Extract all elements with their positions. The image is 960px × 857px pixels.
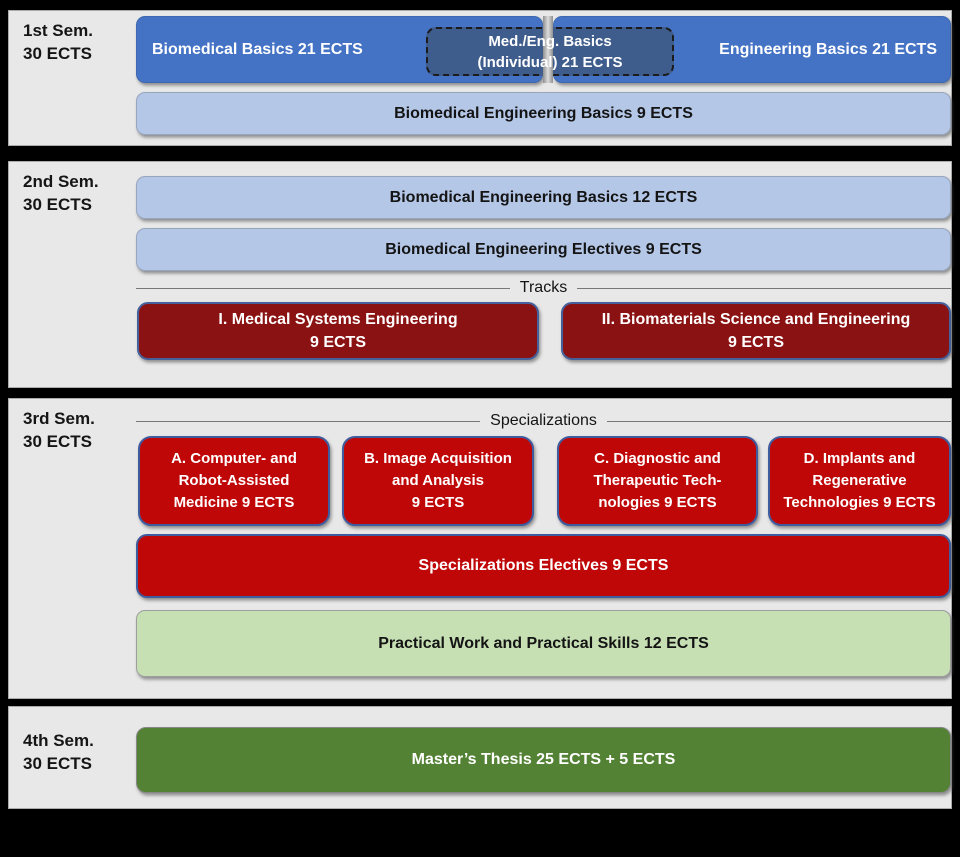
track-1-label: I. Medical Systems Engineering 9 ECTS — [218, 310, 458, 351]
divider-line-left — [136, 287, 510, 289]
practical-work-box: Practical Work and Practical Skills 12 E… — [136, 610, 951, 677]
bme-basics-12-label: Biomedical Engineering Basics 12 ECTS — [389, 188, 698, 206]
semester-3-panel: 3rd Sem. 30 ECTS Specializations A. Comp… — [8, 398, 952, 699]
bme-basics-9-label: Biomedical Engineering Basics 9 ECTS — [394, 104, 693, 122]
track-2-label: II. Biomaterials Science and Engineering… — [601, 310, 911, 351]
biomedical-basics-label: Biomedical Basics 21 ECTS — [152, 40, 363, 58]
divider-line-right — [577, 287, 951, 289]
specializations-heading: Specializations — [490, 412, 597, 429]
sem1-basics-row: Biomedical Basics 21 ECTS Engineering Ba… — [136, 16, 951, 83]
track-2-box: II. Biomaterials Science and Engineering… — [561, 302, 951, 360]
semester-4-label: 4th Sem. 30 ECTS — [23, 731, 94, 773]
track-1-box: I. Medical Systems Engineering 9 ECTS — [137, 302, 539, 360]
specialization-d-box: D. Implants and Regenerative Technologie… — [768, 436, 951, 526]
tracks-heading: Tracks — [519, 279, 568, 296]
practical-work-label: Practical Work and Practical Skills 12 E… — [378, 634, 709, 652]
bme-electives-9-box: Biomedical Engineering Electives 9 ECTS — [136, 228, 951, 271]
column-gap-strip — [543, 16, 553, 83]
specialization-b-label: B. Image Acquisition and Analysis 9 ECTS — [364, 450, 512, 511]
semester-2-panel: 2nd Sem. 30 ECTS Biomedical Engineering … — [8, 161, 952, 388]
specializations-divider: Specializations — [136, 412, 952, 430]
specialization-c-box: C. Diagnostic and Therapeutic Tech- nolo… — [557, 436, 758, 526]
specializations-electives-box: Specializations Electives 9 ECTS — [136, 534, 951, 598]
specialization-a-box: A. Computer- and Robot-Assisted Medicine… — [138, 436, 330, 526]
divider-line-right — [606, 420, 952, 422]
specialization-a-label: A. Computer- and Robot-Assisted Medicine… — [171, 450, 297, 511]
med-eng-individual-label: Med./Eng. Basics (Individual) 21 ECTS — [477, 32, 623, 71]
bme-basics-9-box: Biomedical Engineering Basics 9 ECTS — [136, 92, 951, 135]
specialization-b-box: B. Image Acquisition and Analysis 9 ECTS — [342, 436, 534, 526]
semester-1-label: 1st Sem. 30 ECTS — [23, 21, 93, 63]
bme-electives-9-label: Biomedical Engineering Electives 9 ECTS — [385, 240, 702, 258]
bme-basics-12-box: Biomedical Engineering Basics 12 ECTS — [136, 176, 951, 219]
semester-4-panel: 4th Sem. 30 ECTS Master’s Thesis 25 ECTS… — [8, 706, 952, 809]
specializations-electives-label: Specializations Electives 9 ECTS — [418, 557, 669, 575]
masters-thesis-label: Master’s Thesis 25 ECTS + 5 ECTS — [411, 751, 676, 769]
engineering-basics-label: Engineering Basics 21 ECTS — [719, 40, 937, 58]
semester-2-label: 2nd Sem. 30 ECTS — [23, 172, 99, 214]
specialization-c-label: C. Diagnostic and Therapeutic Tech- nolo… — [593, 450, 722, 511]
tracks-divider: Tracks — [136, 279, 951, 297]
masters-thesis-box: Master’s Thesis 25 ECTS + 5 ECTS — [136, 727, 951, 793]
semester-3-label: 3rd Sem. 30 ECTS — [23, 409, 95, 451]
specialization-d-label: D. Implants and Regenerative Technologie… — [783, 450, 936, 511]
divider-line-left — [136, 420, 481, 422]
semester-1-panel: 1st Sem. 30 ECTS Biomedical Basics 21 EC… — [8, 10, 952, 146]
